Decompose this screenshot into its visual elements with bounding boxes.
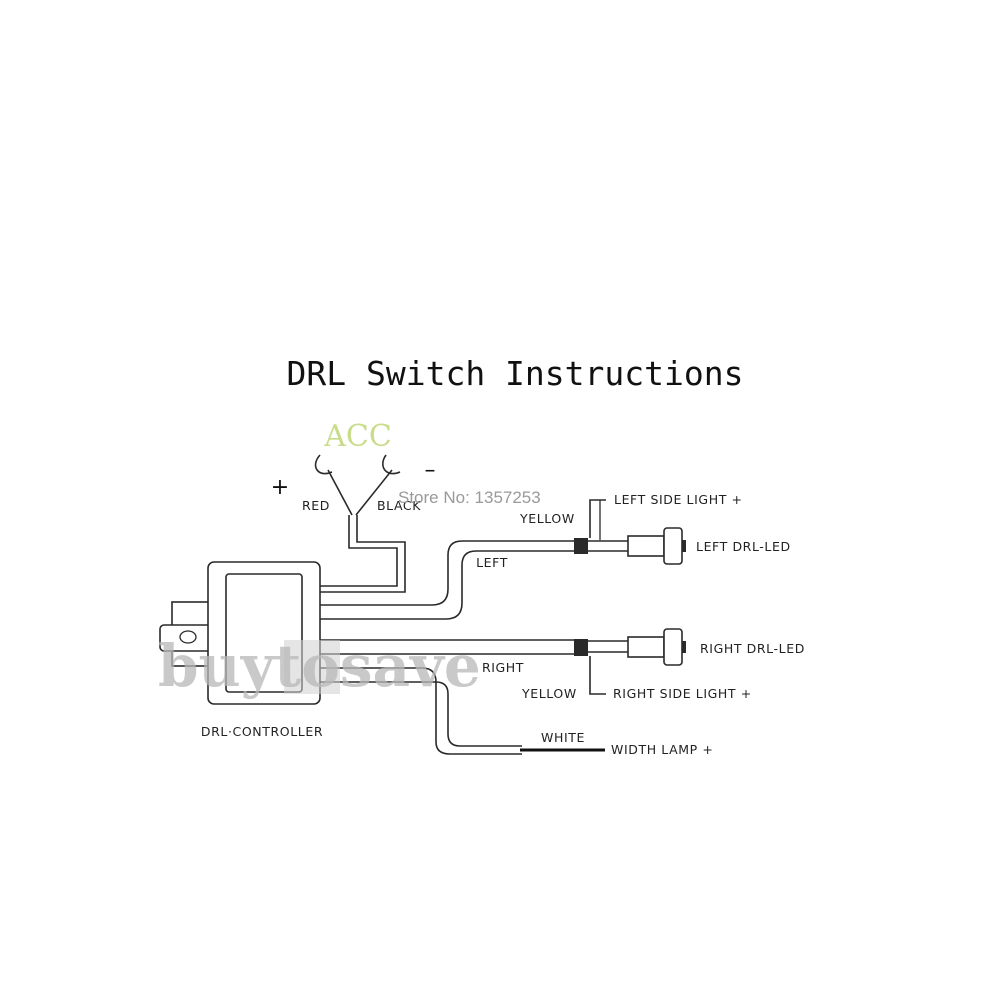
right-drl-led-connector[interactable] <box>663 628 683 666</box>
plus-sign: + <box>271 475 289 500</box>
acc-left-hook <box>314 454 333 475</box>
right-drl-led-label: RIGHT DRL-LED <box>700 641 805 656</box>
yellow-wire-top <box>589 499 606 538</box>
right-side-light-label: RIGHT SIDE LIGHT + <box>613 686 752 701</box>
left-harness-inner <box>318 550 578 620</box>
right-connector-lead <box>588 640 628 653</box>
left-harness-outer <box>318 540 578 606</box>
acc-feed-wire-inner <box>318 515 406 593</box>
white-wire-label: WHITE <box>541 730 585 745</box>
left-wire-label: LEFT <box>476 555 508 570</box>
right-wire-label: RIGHT <box>482 660 524 675</box>
left-connector-pin <box>682 540 686 552</box>
right-connector-pin <box>682 641 686 653</box>
drl-controller-label: DRL·CONTROLLER <box>201 724 323 739</box>
diagram-title: DRL Switch Instructions <box>287 354 744 393</box>
left-side-light-label: LEFT SIDE LIGHT + <box>614 492 743 507</box>
yellow-wire-bottom <box>589 656 606 695</box>
right-connector-body <box>627 636 665 658</box>
brand-watermark-box <box>284 640 340 694</box>
red-wire-label: RED <box>302 498 330 513</box>
red-wire <box>327 469 353 516</box>
left-wire-crimp <box>574 538 588 554</box>
minus-sign: – <box>425 458 436 483</box>
acc-feed-wire <box>318 515 398 587</box>
drl-controller-face <box>225 573 303 693</box>
white-wire-inner <box>318 681 522 747</box>
width-lamp-label: WIDTH LAMP + <box>611 742 713 757</box>
acc-right-hook <box>382 454 401 475</box>
store-watermark: Store No: 1357253 <box>398 488 541 507</box>
left-connector-body <box>627 535 665 557</box>
left-drl-led-connector[interactable] <box>663 527 683 565</box>
left-drl-led-label: LEFT DRL-LED <box>696 539 791 554</box>
yellow-wire-top-label: YELLOW <box>519 511 575 526</box>
white-wire-outer <box>318 667 522 755</box>
controller-mount-hole <box>179 630 197 644</box>
black-wire <box>355 469 393 516</box>
right-wire-crimp <box>574 639 588 656</box>
brand-watermark: buytosave <box>158 632 481 700</box>
black-wire-label: BLACK <box>377 498 421 513</box>
yellow-wire-bottom-label: YELLOW <box>521 686 577 701</box>
left-connector-lead <box>588 540 628 552</box>
acc-label: ACC <box>323 419 392 454</box>
